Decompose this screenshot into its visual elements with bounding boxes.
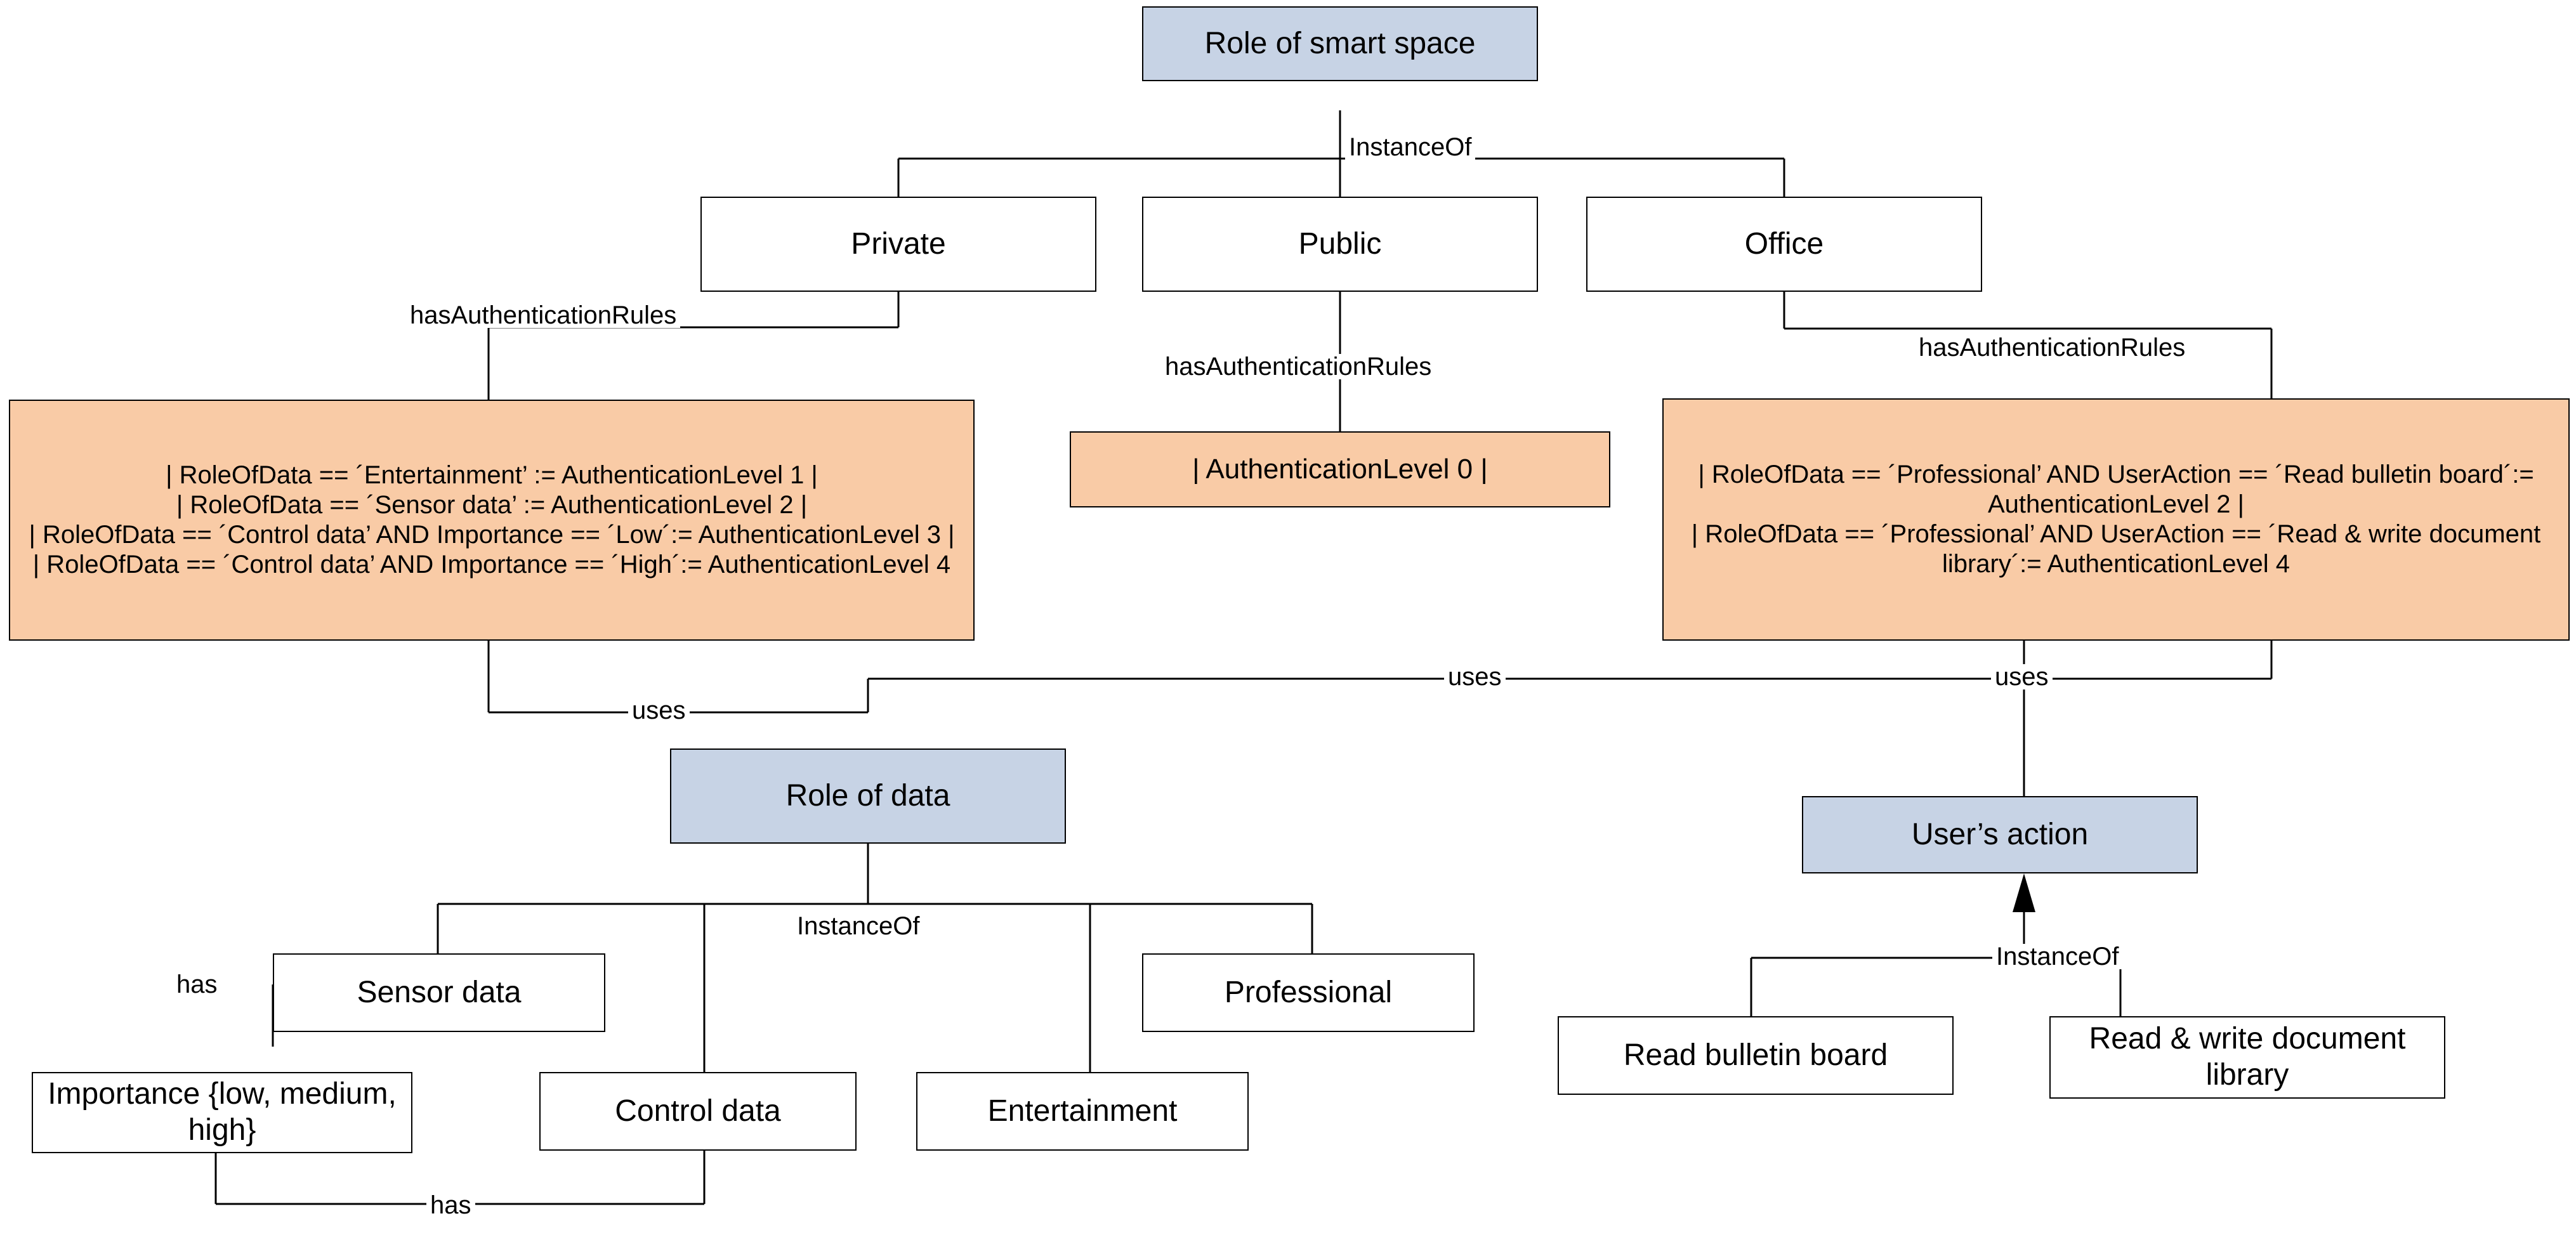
edge-label-has-auth-rules-private-text: hasAuthenticationRules (410, 301, 677, 329)
node-office[interactable]: Office (1586, 197, 1982, 292)
node-importance[interactable]: Importance {low, medium, high} (32, 1072, 412, 1153)
node-professional[interactable]: Professional (1142, 953, 1475, 1032)
node-private[interactable]: Private (700, 197, 1096, 292)
edge-label-instanceof-top: InstanceOf (1345, 133, 1476, 161)
node-users-action-label: User’s action (1911, 817, 2089, 851)
node-private-authentication-rules[interactable]: | RoleOfData == ´Entertainment’ := Authe… (9, 400, 975, 641)
edge-label-uses-private-text: uses (632, 696, 686, 724)
edge-label-has-sensor-importance-text: has (176, 971, 218, 998)
edge-label-instanceof-top-text: InstanceOf (1349, 133, 1472, 161)
node-office-authentication-rules-text: | RoleOfData == ´Professional’ AND UserA… (1691, 460, 2541, 579)
node-public-label: Public (1298, 226, 1382, 261)
node-importance-label: Importance {low, medium, high} (48, 1077, 397, 1147)
node-role-of-smart-space[interactable]: Role of smart space (1142, 6, 1538, 81)
node-professional-label: Professional (1224, 975, 1393, 1009)
node-entertainment-label: Entertainment (987, 1094, 1178, 1128)
edge-label-instanceof-role-of-data: InstanceOf (793, 912, 924, 940)
edge-label-has-sensor-importance: has (173, 972, 221, 997)
node-office-label: Office (1744, 226, 1824, 261)
edge-label-has-auth-rules-public: hasAuthenticationRules (1161, 353, 1436, 381)
node-public-authentication-rules-text: | AuthenticationLevel 0 | (1192, 454, 1488, 485)
node-private-authentication-rules-text: | RoleOfData == ´Entertainment’ := Authe… (29, 461, 955, 579)
arrowhead-users-action (2013, 873, 2035, 912)
edge-label-uses-office-users-action: uses (1991, 664, 2053, 690)
node-sensor-data[interactable]: Sensor data (273, 953, 605, 1032)
edge-label-uses-private: uses (628, 698, 690, 723)
edge-label-instanceof-role-of-data-text: InstanceOf (797, 912, 920, 940)
edge-label-uses-office-users-action-text: uses (1995, 663, 2049, 691)
node-public-authentication-rules[interactable]: | AuthenticationLevel 0 | (1070, 431, 1610, 507)
node-control-data-label: Control data (615, 1094, 781, 1128)
node-read-write-document-library-label: Read & write document library (2089, 1022, 2406, 1092)
node-role-of-data[interactable]: Role of data (670, 748, 1066, 844)
edge-label-has-auth-rules-office-text: hasAuthenticationRules (1919, 334, 2186, 362)
edge-label-has-auth-rules-public-text: hasAuthenticationRules (1165, 353, 1432, 381)
node-read-write-document-library[interactable]: Read & write document library (2049, 1016, 2445, 1099)
node-public[interactable]: Public (1142, 197, 1538, 292)
node-control-data[interactable]: Control data (539, 1072, 857, 1151)
node-role-of-data-label: Role of data (785, 778, 950, 813)
node-role-of-smart-space-label: Role of smart space (1204, 26, 1476, 60)
edge-label-has-control-importance: has (426, 1193, 475, 1218)
edge-label-uses-office-role-of-data: uses (1444, 664, 1506, 690)
node-private-label: Private (851, 226, 946, 261)
edge-label-has-auth-rules-office: hasAuthenticationRules (1915, 334, 2190, 362)
node-sensor-data-label: Sensor data (357, 975, 522, 1009)
node-office-authentication-rules[interactable]: | RoleOfData == ´Professional’ AND UserA… (1662, 398, 2570, 641)
node-users-action[interactable]: User’s action (1802, 796, 2198, 873)
node-read-bulletin-board-label: Read bulletin board (1623, 1038, 1888, 1072)
node-read-bulletin-board[interactable]: Read bulletin board (1558, 1016, 1954, 1095)
edge-label-uses-office-role-of-data-text: uses (1448, 663, 1502, 691)
edge-label-instanceof-users-action-text: InstanceOf (1996, 943, 2119, 971)
edge-label-has-control-importance-text: has (430, 1191, 471, 1219)
edge-label-has-auth-rules-private: hasAuthenticationRules (406, 301, 681, 329)
edge-label-instanceof-users-action: InstanceOf (1992, 943, 2123, 971)
node-entertainment[interactable]: Entertainment (916, 1072, 1249, 1151)
